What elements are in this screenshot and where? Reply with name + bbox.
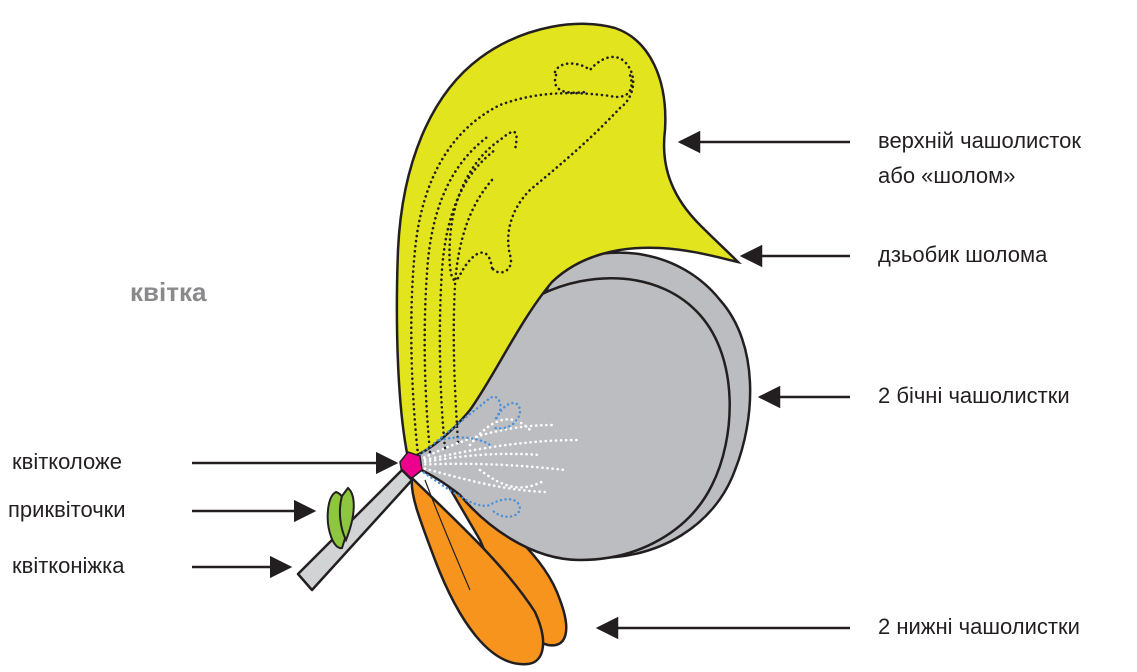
label-bracteoles: приквіточки: [8, 496, 126, 524]
label-lower-sepals: 2 нижні чашолистки: [878, 613, 1080, 641]
diagram-title: квітка: [130, 277, 206, 308]
label-upper-sepal-line1: верхній чашолисток: [878, 127, 1081, 155]
label-upper-sepal-line2: або «шолом»: [878, 162, 1016, 190]
label-receptacle: квітколоже: [12, 448, 122, 476]
label-lateral-sepals: 2 бічні чашолистки: [878, 382, 1070, 410]
pedicel: [298, 470, 412, 590]
label-pedicel: квітконіжка: [12, 552, 124, 580]
label-helmet-beak: дзьобик шолома: [878, 241, 1047, 269]
